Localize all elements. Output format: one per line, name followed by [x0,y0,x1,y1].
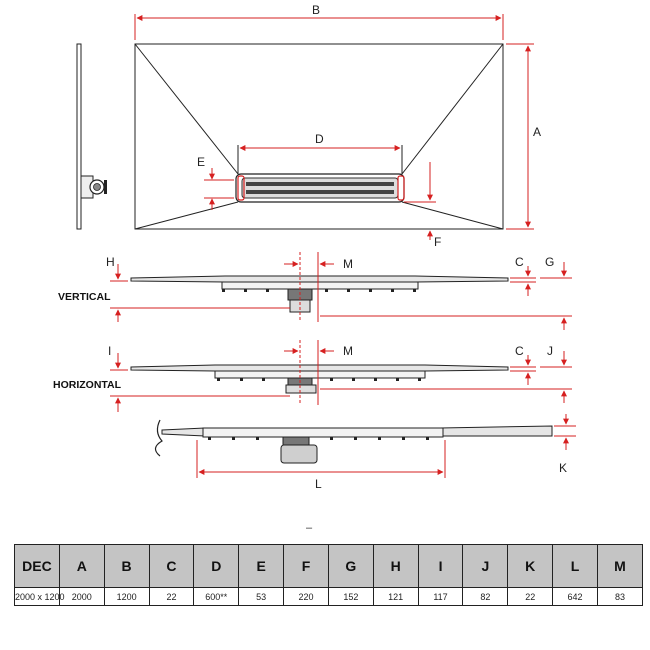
table-cell: 152 [327,587,374,606]
table-cell: 2000 [58,587,105,606]
dimension-e-label: E [197,155,205,169]
table-header-cell: DEC [14,544,60,588]
dimension-b-label: B [312,3,320,17]
dimension-a [506,43,534,230]
dimension-c-horizontal [510,355,536,385]
dimension-f-label: F [434,235,441,249]
length-section-view [154,419,553,464]
table-header-cell: K [507,544,554,588]
table-header-cell: C [148,544,195,588]
table-cell: 600** [193,587,240,606]
table-cell: 83 [596,587,644,606]
table-header-cell: D [193,544,240,588]
dimension-l-label: L [315,477,322,491]
dimension-k [554,414,576,450]
dimension-d-label: D [315,132,324,146]
plan-view [134,43,504,230]
table-header-cell: F [283,544,329,588]
dimension-m-vertical [284,252,334,322]
table-header-cell: E [238,544,285,588]
table-cell: 642 [552,587,598,606]
horizontal-section-ribs [217,378,421,381]
table-header-cell: A [58,544,105,588]
table-cell: 22 [507,587,554,606]
side-elevation-view [76,43,107,230]
dimension-c-horizontal-label: C [515,344,524,358]
table-cell: 2000 x 1200 [14,587,65,606]
dimension-m-horizontal-label: M [343,344,353,358]
dimension-k-label: K [559,461,567,475]
dimension-l [196,440,446,478]
table-header-cell: B [103,544,150,588]
table-cell: 1200 [103,587,150,606]
table-cell: 121 [372,587,419,606]
dimension-j-label: J [547,344,553,358]
table-cell: 53 [238,587,285,606]
table-header-cell: J [462,544,509,588]
plan-drain-channel [235,173,405,203]
dimension-m-horizontal [284,340,334,405]
dimension-f [404,162,436,240]
dimension-i-label: I [108,344,111,358]
length-section-ribs [208,437,429,440]
vertical-label: VERTICAL [58,291,111,303]
dimension-e [204,168,234,210]
dimension-c-vertical [510,266,536,296]
dimension-m-vertical-label: M [343,257,353,271]
table-cell: 117 [417,587,464,606]
technical-drawing: B A D E F VERTICAL [53,3,576,491]
horizontal-label: HORIZONTAL [53,379,122,391]
dimension-j [320,351,572,403]
dimension-i [110,353,290,412]
table-separator: – [306,522,313,534]
dimension-h-label: H [106,255,115,269]
vertical-section-view [130,275,509,313]
dimension-a-label: A [533,125,541,139]
dimension-b [134,14,504,40]
table-cell: 220 [283,587,329,606]
table-header-cell: I [417,544,464,588]
table-cell: 22 [148,587,195,606]
table-header-cell: L [552,544,598,588]
table-header-cell: G [327,544,374,588]
table-header-cell: M [596,544,644,588]
dimension-g [320,262,572,330]
table-header-cell: H [372,544,419,588]
dimension-h [110,264,290,322]
dimension-g-label: G [545,255,554,269]
table-cell: 82 [462,587,509,606]
vertical-section-ribs [222,289,416,292]
dimension-c-vertical-label: C [515,255,524,269]
